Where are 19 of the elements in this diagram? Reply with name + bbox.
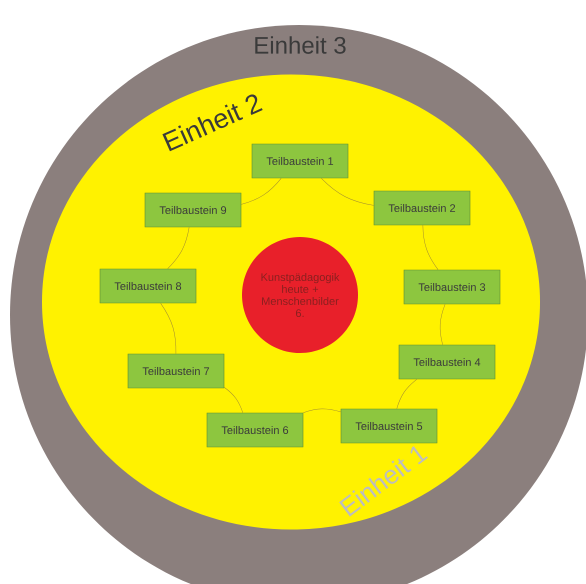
orbit-arc	[224, 387, 244, 413]
orbit-arc	[321, 178, 374, 206]
orbit-arc	[303, 408, 341, 413]
orbit-arc	[440, 304, 446, 345]
module-box: Teilbaustein 6	[206, 412, 304, 448]
module-box: Teilbaustein 9	[144, 192, 242, 228]
module-box: Teilbaustein 1	[252, 144, 348, 178]
orbit-arc	[167, 227, 190, 269]
module-box: Teilbaustein 2	[374, 190, 470, 226]
ring-label: Einheit 3	[255, 36, 346, 54]
module-box: Teilbaustein 5	[340, 408, 438, 444]
module-box: Teilbaustein 7	[128, 354, 224, 388]
module-box: Teilbaustein 8	[100, 268, 196, 304]
module-box: Teilbaustein 4	[398, 344, 496, 380]
orbit-arc	[422, 225, 438, 270]
orbit-arc	[241, 178, 282, 205]
orbit-arc	[160, 303, 176, 354]
module-box: Teilbaustein 3	[404, 270, 500, 304]
orbit-arc	[396, 379, 418, 409]
